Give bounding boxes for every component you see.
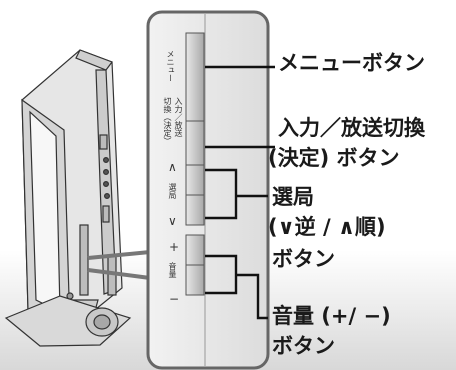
jack-4 [103,193,110,200]
channel-down-button [185,194,205,226]
channel-down-glyph: ∨ [168,214,177,228]
channel-up-button [185,164,205,196]
input-panel-label-1: 入力／放送 [174,97,183,137]
zoom-line-bottom [87,268,151,280]
channel-callout-line-2: (∨逆 / ∧順) [268,215,386,239]
input-callout-line-2: (決定) ボタン [268,146,400,170]
input-button [185,120,205,166]
zoom-line-top [87,250,151,260]
jack-port [99,134,108,150]
volume-callout-line-2: ボタン [272,334,335,358]
volume-panel-label: 音量 [168,262,177,278]
volume-callout-line-1: 音量 (+/ −) [272,304,391,328]
volume-down-button [185,264,205,296]
menu-button [185,32,205,122]
jack-3 [102,181,109,188]
volume-down-glyph: − [169,292,180,306]
menu-panel-label: メニュー [166,50,175,82]
menu-callout: メニューボタン [278,51,425,75]
volume-up-button [185,234,205,266]
button-strip [185,32,205,296]
volume-up-glyph: + [169,240,180,254]
jack-2 [102,169,109,176]
card-slot [102,205,110,223]
tv-side-buttons [79,224,89,296]
zoom-panel [146,10,270,370]
callout-lines [205,65,275,320]
channel-up-glyph: ∧ [168,160,177,174]
channel-callout-line-1: 選局 [272,185,314,209]
volume-leader [236,273,268,320]
jack-1 [102,157,109,164]
tv-illustration [4,49,132,347]
channel-panel-label: 選局 [168,183,177,199]
power-lamp [66,292,74,300]
channel-bracket [205,168,268,220]
tv-stand-knob-inner [93,314,111,330]
channel-callout-line-3: ボタン [272,247,335,271]
input-callout-line-1: 入力／放送切換 [278,116,425,140]
input-panel-label-2: 切換（決定） [163,97,172,145]
